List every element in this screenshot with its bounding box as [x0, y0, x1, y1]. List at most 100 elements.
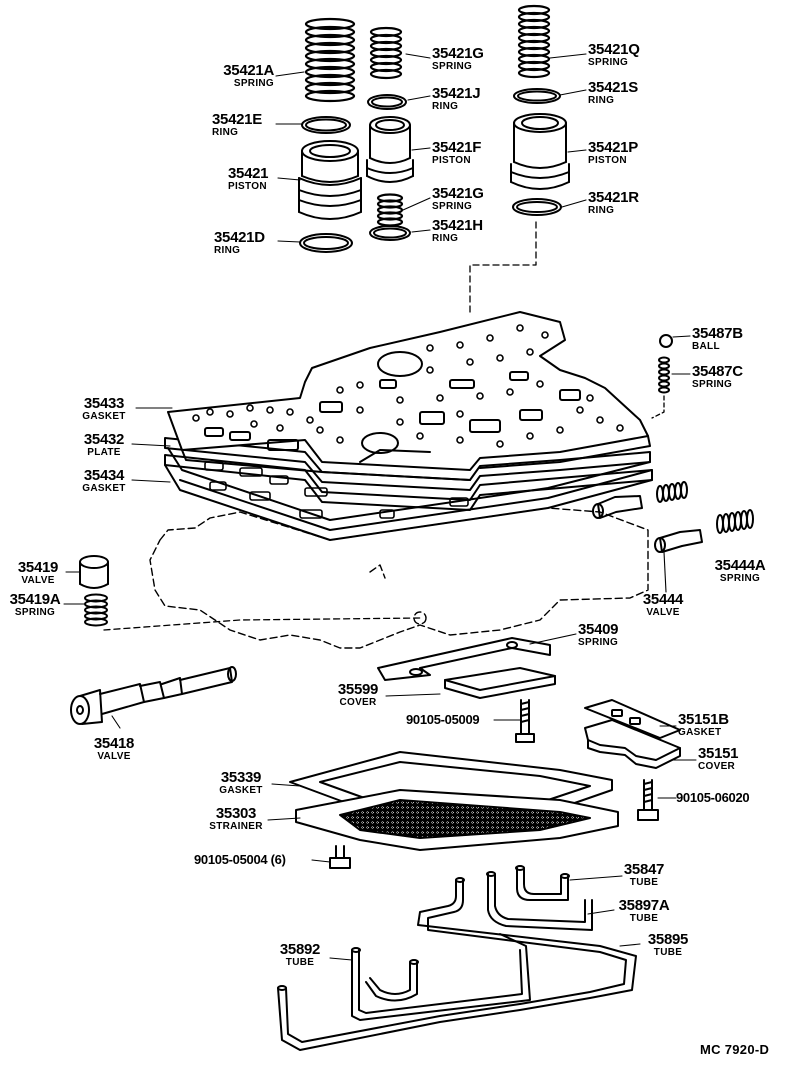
- part-name: TUBE: [629, 913, 659, 924]
- part-name: BALL: [692, 341, 720, 352]
- label-bolt-9010506020: 90105-06020: [676, 790, 750, 806]
- part-name: GASKET: [678, 727, 722, 738]
- label-35419a: 35419A SPRING: [4, 592, 66, 618]
- label-35421h: 35421H RING: [432, 218, 483, 244]
- part-name: RING: [214, 245, 241, 256]
- label-35421q: 35421Q SPRING: [588, 42, 640, 68]
- part-name: SPRING: [719, 573, 761, 584]
- part-name: RING: [432, 233, 459, 244]
- part-name: GASKET: [82, 411, 126, 422]
- cover-35599-drawing: [444, 667, 556, 699]
- label-35421a: 35421A SPRING: [200, 63, 274, 89]
- valve-35444-drawing: [654, 529, 703, 553]
- spring-35421g-mid-drawing: [376, 193, 404, 227]
- strainer-35303-drawing: [295, 789, 619, 851]
- part-number: 35421R: [588, 189, 639, 206]
- piston-35421-drawing: [298, 140, 362, 220]
- label-35419: 35419 VALVE: [10, 560, 66, 586]
- part-name: PISTON: [588, 155, 627, 166]
- part-number: 35419A: [9, 591, 61, 608]
- part-name: SPRING: [578, 637, 619, 648]
- part-name: COVER: [698, 761, 736, 772]
- label-35487c: 35487C SPRING: [692, 364, 743, 390]
- spring-35487c-drawing: [658, 356, 670, 394]
- label-35599: 35599 COVER: [330, 682, 386, 708]
- dashed-guide-valve-35419: [103, 617, 421, 631]
- valve-35419-drawing: [79, 555, 109, 589]
- label-35847: 35847 TUBE: [620, 862, 668, 888]
- tube-35847-drawing: [515, 865, 570, 901]
- label-35421p: 35421P PISTON: [588, 140, 638, 166]
- part-number: 35151B: [678, 711, 729, 728]
- part-number: 35409: [578, 621, 619, 638]
- label-35421e: 35421E RING: [212, 112, 262, 138]
- part-name: SPRING: [692, 379, 733, 390]
- part-number: 35421E: [212, 111, 262, 128]
- part-number: 35421P: [588, 139, 638, 156]
- bolt-9010505004-drawing: [329, 845, 351, 869]
- part-number: 35421H: [432, 217, 483, 234]
- part-name: COVER: [339, 697, 377, 708]
- ring-35421s-drawing: [513, 88, 561, 104]
- leader-lines: [63, 53, 697, 961]
- part-name: VALVE: [646, 607, 680, 618]
- ball-35487b-drawing: [659, 334, 673, 348]
- label-35303: 35303 STRAINER: [200, 806, 272, 832]
- label-35151b: 35151B GASKET: [678, 712, 729, 738]
- label-35339: 35339 GASKET: [210, 770, 272, 796]
- bolt-9010505009-drawing: [515, 699, 535, 743]
- ring-35421j-drawing: [367, 94, 407, 110]
- cover-35151-drawing: [584, 719, 681, 769]
- label-35421g-top: 35421G SPRING: [432, 46, 484, 72]
- spring-plate-35409-drawing: [377, 637, 551, 681]
- label-35444: 35444 VALVE: [636, 592, 690, 618]
- label-35487b: 35487B BALL: [692, 326, 743, 352]
- part-name: PISTON: [432, 155, 471, 166]
- ring-35421e-drawing: [301, 116, 351, 134]
- ring-35421d-drawing: [299, 233, 353, 253]
- piston-35421p-drawing: [510, 113, 570, 190]
- label-35421r: 35421R RING: [588, 190, 639, 216]
- label-35421d: 35421D RING: [214, 230, 265, 256]
- part-number: 35421F: [432, 139, 482, 156]
- part-name: SPRING: [432, 61, 473, 72]
- part-name: TUBE: [285, 957, 315, 968]
- spring-35421q-drawing: [517, 4, 551, 79]
- gasket-35433-drawing: [167, 311, 651, 481]
- part-name: RING: [212, 127, 239, 138]
- label-35895: 35895 TUBE: [640, 932, 696, 958]
- part-name: RING: [588, 95, 615, 106]
- dashed-guide-ball-spring: [651, 395, 665, 419]
- part-number: 35303: [215, 805, 257, 822]
- part-name: RING: [432, 101, 459, 112]
- label-35897a: 35897A TUBE: [612, 898, 676, 924]
- part-name: PISTON: [228, 181, 267, 192]
- part-number: 35418: [93, 735, 135, 752]
- part-number: 35421J: [432, 85, 481, 102]
- spring-35419a-drawing: [84, 593, 108, 627]
- spring-35444-side-drawing: [656, 481, 688, 503]
- ring-35421r-drawing: [512, 198, 562, 216]
- label-35434: 35434 GASKET: [72, 468, 136, 494]
- part-number: 35599: [337, 681, 379, 698]
- part-number: 35421A: [223, 62, 274, 79]
- label-35151: 35151 COVER: [698, 746, 739, 772]
- label-35421j: 35421J RING: [432, 85, 481, 112]
- figure-code: MC 7920-D: [700, 1042, 770, 1057]
- part-name: RING: [588, 205, 615, 216]
- part-name: SPRING: [14, 607, 56, 618]
- label-35421f: 35421F PISTON: [432, 140, 481, 166]
- label-35433: 35433 GASKET: [72, 396, 136, 422]
- spring-35444a-drawing: [716, 509, 754, 534]
- ring-35421h-drawing: [369, 225, 411, 241]
- gasket-35151b-drawing: [584, 699, 681, 739]
- part-name: SPRING: [588, 57, 629, 68]
- label-35409: 35409 SPRING: [578, 621, 619, 648]
- part-number: 35421Q: [588, 41, 640, 58]
- part-number: 35421G: [432, 45, 484, 62]
- label-35421: 35421 PISTON: [228, 166, 269, 192]
- tube-35892-drawing: [351, 933, 531, 1021]
- part-number: 90105-05004 (6): [194, 852, 286, 867]
- part-number: 90105-06020: [676, 790, 750, 805]
